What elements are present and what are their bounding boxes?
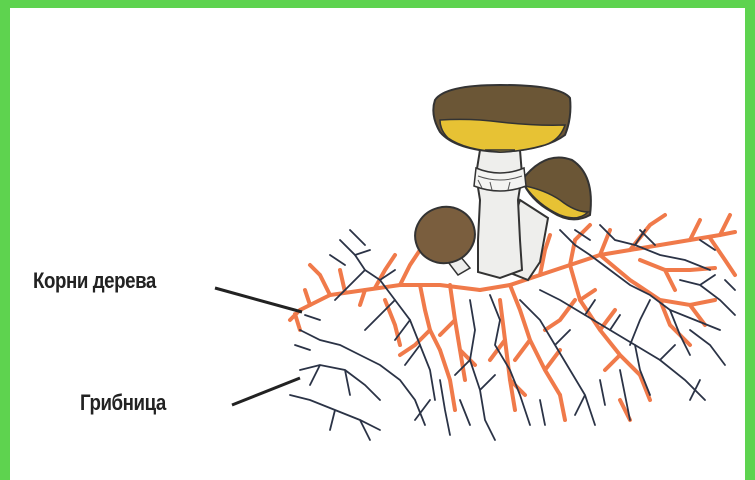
tree-roots-label: Корни дерева	[33, 268, 156, 294]
mycelium-leader	[232, 378, 300, 405]
small-mushroom-left	[409, 200, 481, 275]
tree-roots-leader	[215, 288, 302, 312]
mycelium-label: Грибница	[80, 390, 166, 416]
